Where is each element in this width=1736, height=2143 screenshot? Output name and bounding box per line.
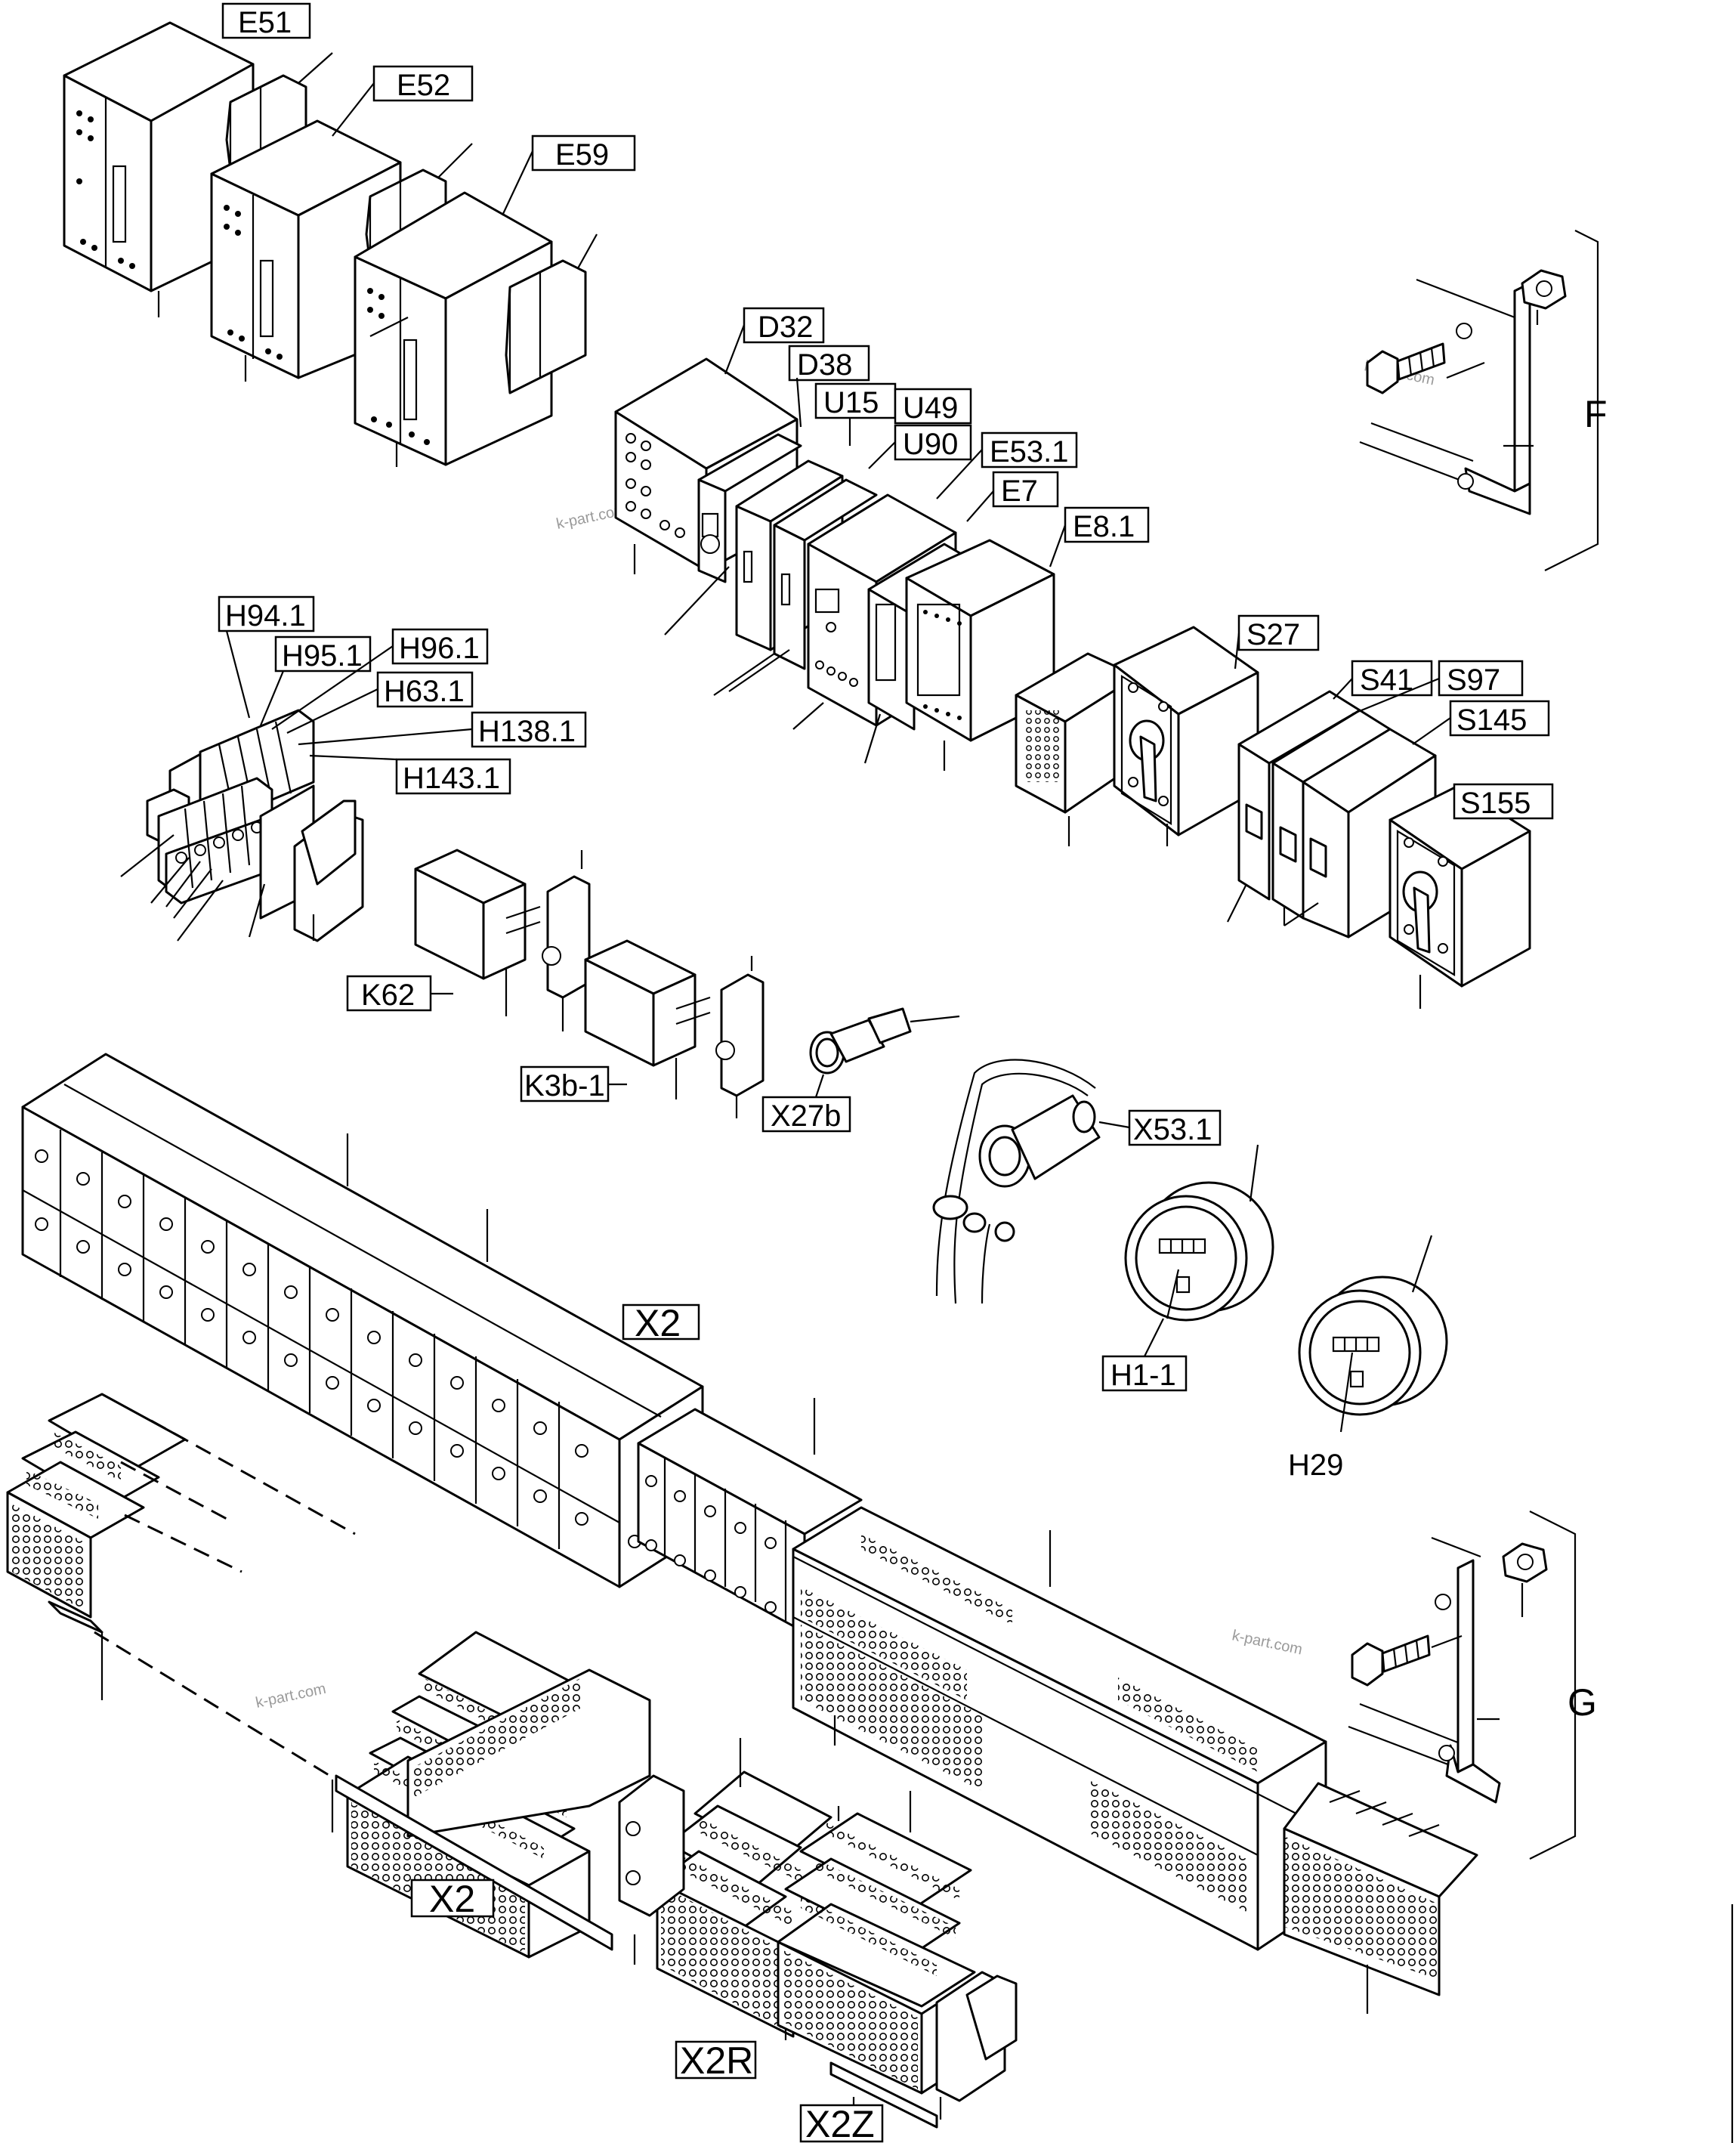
svg-text:K62: K62 xyxy=(361,979,415,1012)
label-k3b-1: K3b-1 xyxy=(520,1065,627,1102)
svg-text:E7: E7 xyxy=(1001,475,1038,508)
label-x2r: X2R xyxy=(675,2039,757,2082)
label-e8-1: E8.1 xyxy=(1049,506,1150,567)
label-d38: D38 xyxy=(788,345,870,428)
nut-icon xyxy=(1502,1542,1548,1617)
svg-text:H94.1: H94.1 xyxy=(225,599,306,632)
svg-text:S41: S41 xyxy=(1360,663,1413,697)
bolt-icon xyxy=(1351,1634,1431,1687)
label-h94-1: H94.1 xyxy=(218,595,315,719)
svg-text:U15: U15 xyxy=(823,386,879,419)
svg-text:H63.1: H63.1 xyxy=(384,675,465,708)
diode-terminal-block xyxy=(120,709,364,942)
svg-text:E53.1: E53.1 xyxy=(990,435,1069,468)
svg-text:S155: S155 xyxy=(1460,787,1531,820)
connector-module-x2 xyxy=(6,1393,356,1781)
switch-s155 xyxy=(1388,784,1531,1009)
svg-text:H138.1: H138.1 xyxy=(478,715,576,748)
connector-plug xyxy=(618,1774,685,1917)
label-f: F xyxy=(1584,393,1608,435)
svg-text:D38: D38 xyxy=(797,348,852,382)
label-h138-1: H138.1 xyxy=(298,711,587,748)
label-d32: D32 xyxy=(724,307,825,375)
bracket-assembly-f: F xyxy=(1359,230,1608,571)
bracket-assembly-g: G xyxy=(1348,1511,1597,1860)
label-e52: E52 xyxy=(332,65,474,137)
terminal-strip-segments xyxy=(22,1084,662,1549)
label-g: G xyxy=(1568,1681,1597,1724)
socket-e8-1 xyxy=(1015,652,1138,846)
label-h29: H29 xyxy=(1288,1449,1343,1482)
label-s41: S41 xyxy=(1333,660,1433,700)
label-e59: E59 xyxy=(502,135,636,216)
cable-clamp-icon xyxy=(932,1195,1015,1242)
fuse-strip xyxy=(1283,1782,1478,2014)
socket-e59 xyxy=(505,233,598,394)
watermark: k-part.com xyxy=(254,1681,327,1712)
svg-text:H1-1: H1-1 xyxy=(1110,1359,1176,1392)
label-s27: S27 xyxy=(1234,614,1320,669)
svg-text:E51: E51 xyxy=(238,6,292,39)
connector-block-large xyxy=(792,1506,1327,1951)
connector-module-x2r xyxy=(656,1738,832,2040)
label-x2-top: X2 xyxy=(622,1302,700,1344)
connector-x53-1 xyxy=(932,1059,1101,1304)
label-e7: E7 xyxy=(966,471,1059,522)
relay-d32-timer xyxy=(664,433,802,635)
label-u15: U15 xyxy=(814,382,897,446)
label-x2z: X2Z xyxy=(799,2103,884,2143)
relay-k62 xyxy=(414,849,591,1031)
svg-text:U90: U90 xyxy=(903,428,958,461)
label-h95-1: H95.1 xyxy=(259,635,372,726)
svg-text:X2Z: X2Z xyxy=(805,2103,875,2143)
watermark: k-part.com xyxy=(1231,1627,1304,1658)
svg-text:X2: X2 xyxy=(635,1302,681,1344)
label-s97: S97 xyxy=(1351,660,1524,716)
hour-meter-h29 xyxy=(1298,1235,1448,1433)
terminal-socket xyxy=(935,1971,1018,2120)
rotary-knob-icon xyxy=(1129,719,1165,802)
label-x27b: X27b xyxy=(761,1074,851,1133)
svg-text:S97: S97 xyxy=(1447,663,1500,697)
svg-text:E59: E59 xyxy=(555,138,609,172)
relay-module-e52 xyxy=(210,119,402,382)
svg-text:S145: S145 xyxy=(1456,704,1527,737)
svg-text:H95.1: H95.1 xyxy=(282,639,363,673)
rotary-knob-icon xyxy=(1402,870,1438,954)
svg-text:K3b-1: K3b-1 xyxy=(524,1069,605,1102)
svg-text:E52: E52 xyxy=(397,69,450,102)
nut-icon xyxy=(1521,269,1567,325)
svg-text:X2: X2 xyxy=(429,1878,475,1920)
relay-d38 xyxy=(713,459,878,696)
label-x2-bottom: X2 xyxy=(410,1878,495,1920)
svg-text:D32: D32 xyxy=(758,311,813,344)
label-s145: S145 xyxy=(1412,700,1550,745)
svg-text:S27: S27 xyxy=(1246,618,1300,651)
svg-text:E8.1: E8.1 xyxy=(1073,510,1135,543)
label-h143-1: H143.1 xyxy=(309,754,511,795)
svg-text:X53.1: X53.1 xyxy=(1133,1113,1212,1146)
svg-text:H96.1: H96.1 xyxy=(399,632,480,665)
label-u90: U90 xyxy=(868,424,972,469)
hour-meter-h1-1 xyxy=(1124,1144,1274,1322)
label-h63-1: H63.1 xyxy=(286,671,474,734)
label-u49: U49 xyxy=(894,388,972,425)
relay-k3b-1 xyxy=(584,939,765,1118)
svg-text:H143.1: H143.1 xyxy=(403,762,500,795)
svg-text:X27b: X27b xyxy=(771,1099,841,1133)
bolt-icon xyxy=(1366,342,1446,394)
svg-text:X2R: X2R xyxy=(680,2039,753,2082)
label-k62: K62 xyxy=(346,975,453,1012)
connector-x27b xyxy=(809,1007,960,1075)
label-h1-1: H1-1 xyxy=(1101,1318,1188,1392)
svg-text:U49: U49 xyxy=(903,391,958,425)
label-e53-1: E53.1 xyxy=(936,431,1078,499)
label-x53-1: X53.1 xyxy=(1098,1109,1222,1146)
label-s155: S155 xyxy=(1453,783,1554,820)
label-e51: E51 xyxy=(221,2,311,39)
label-h96-1: H96.1 xyxy=(271,628,489,730)
switch-s27 xyxy=(1113,626,1259,846)
connector-module-x2z xyxy=(777,1791,976,2129)
